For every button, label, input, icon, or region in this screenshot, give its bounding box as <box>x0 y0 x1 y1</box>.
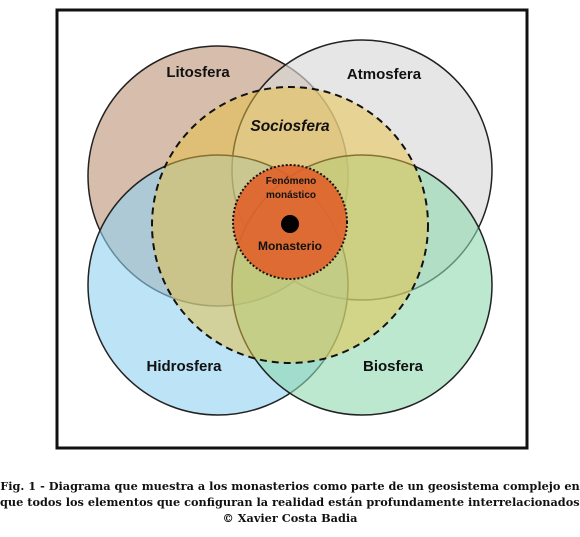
caption-credit: © Xavier Costa Badia <box>222 511 358 525</box>
atmosfera-label: Atmosfera <box>347 66 422 83</box>
hidrosfera-label: Hidrosfera <box>146 358 222 375</box>
biosfera-label: Biosfera <box>363 358 424 375</box>
sociosfera-label: Sociosfera <box>250 118 330 135</box>
caption-line-2: que todos los elementos que configuran l… <box>0 495 580 509</box>
litosfera-label: Litosfera <box>166 64 230 81</box>
monasterio-label: Monasterio <box>258 239 322 253</box>
geosystem-diagram: Litosfera Atmosfera Sociosfera Fenómeno … <box>55 8 529 450</box>
monasterio-dot <box>281 215 299 233</box>
fenomeno-label-line2: monástico <box>266 190 316 201</box>
figure-caption: Fig. 1 - Diagrama que muestra a los mona… <box>0 478 580 526</box>
caption-line-1: Fig. 1 - Diagrama que muestra a los mona… <box>0 479 580 493</box>
fenomeno-label-line1: Fenómeno <box>266 176 317 187</box>
